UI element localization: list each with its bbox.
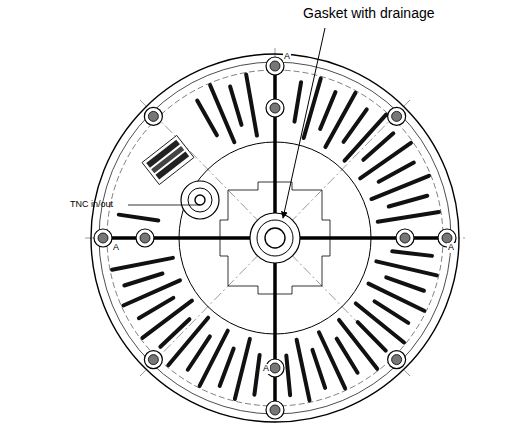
section-mark: A	[112, 243, 120, 253]
callout-label: Gasket with drainage	[303, 6, 435, 21]
fin	[200, 331, 228, 386]
fin	[325, 93, 355, 147]
cross-rib	[96, 236, 250, 240]
section-mark: A	[262, 364, 270, 374]
fin	[386, 277, 424, 290]
fin	[220, 349, 234, 386]
fin	[345, 115, 386, 161]
fin	[360, 143, 411, 179]
fin	[312, 350, 325, 388]
fin	[139, 298, 173, 318]
fin	[392, 251, 432, 256]
fin	[294, 82, 301, 121]
gasket	[257, 220, 293, 256]
outer-rim	[91, 54, 459, 422]
fin	[297, 340, 310, 401]
bolt	[266, 99, 284, 117]
fin	[168, 318, 208, 365]
bolt	[396, 229, 414, 247]
fin	[197, 100, 217, 135]
fin	[235, 339, 250, 399]
fin	[320, 92, 335, 129]
fin	[339, 320, 377, 369]
fin	[379, 163, 414, 182]
fin	[124, 273, 162, 285]
fin	[337, 339, 358, 373]
bolts	[94, 57, 456, 419]
label-sticker	[142, 135, 194, 184]
fin	[378, 212, 439, 222]
bolt	[94, 229, 112, 247]
cross-rib	[273, 263, 277, 416]
fin	[230, 87, 241, 125]
fin	[112, 258, 173, 270]
leader-arrow	[283, 28, 325, 218]
leader-line	[128, 205, 200, 206]
bolt	[144, 351, 162, 369]
tnc-connector	[181, 181, 219, 219]
connector-label: TNC in/out	[70, 200, 113, 210]
bolt	[136, 229, 154, 247]
fin	[363, 133, 393, 160]
fin	[188, 336, 210, 369]
cross-rib	[273, 60, 277, 213]
bolt	[144, 107, 162, 125]
section-mark: A	[447, 243, 455, 253]
fin	[376, 261, 436, 275]
fin	[368, 284, 424, 311]
drain-hole	[265, 228, 285, 248]
fin	[246, 75, 257, 136]
bolt	[388, 351, 406, 369]
bolt	[266, 57, 284, 75]
fin	[286, 355, 290, 395]
fin	[254, 355, 259, 395]
bolt	[266, 401, 284, 419]
fin	[119, 215, 159, 221]
cross-rib	[300, 236, 454, 240]
inner-rim	[99, 62, 451, 414]
fin	[356, 303, 404, 342]
gasket	[250, 213, 300, 263]
fin	[375, 301, 409, 322]
fin	[389, 196, 428, 207]
fin	[142, 301, 192, 338]
bolt	[388, 107, 406, 125]
section-mark: A	[283, 52, 291, 62]
fin	[371, 176, 428, 199]
